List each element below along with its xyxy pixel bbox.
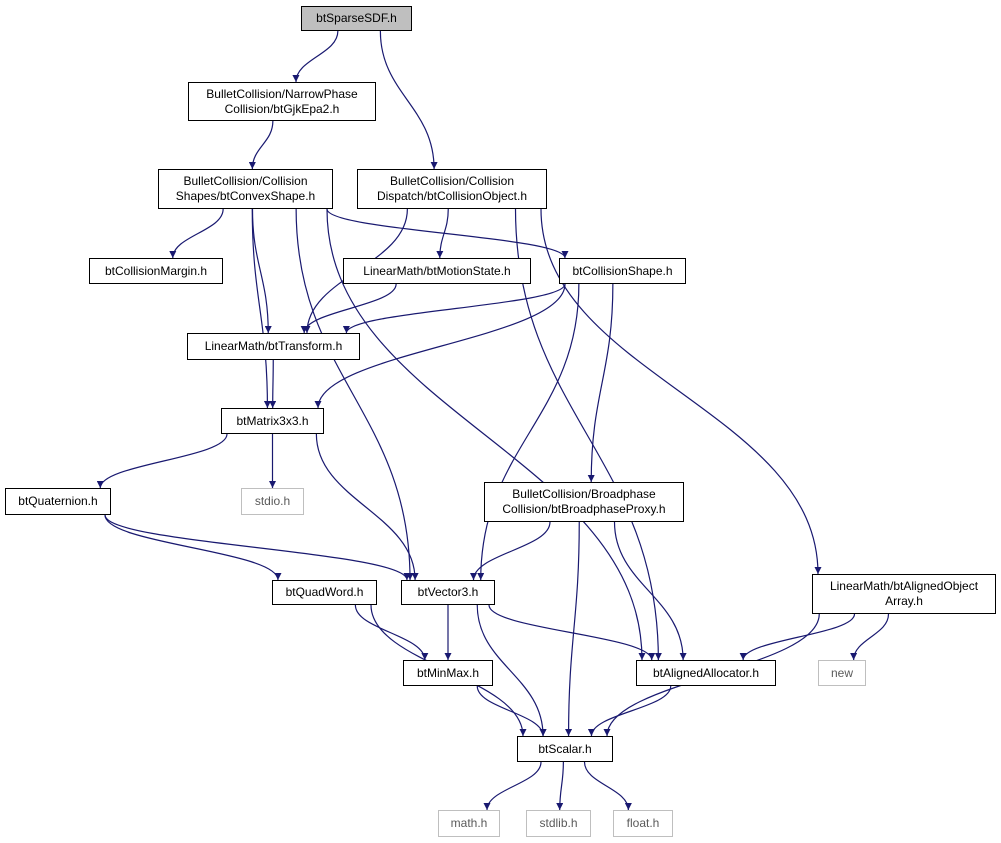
edge-btalignedobjectarray-to-new <box>850 613 890 661</box>
node-math: math.h <box>438 810 500 837</box>
node-btcollisionshape[interactable]: btCollisionShape.h <box>559 258 686 284</box>
edge-btscalar-to-float <box>583 761 632 811</box>
node-label: btCollisionMargin.h <box>104 263 208 278</box>
edge-btscalar-to-stdlib <box>556 761 564 811</box>
edge-btconvexshape-to-btcollisionmargin <box>169 208 224 259</box>
edge-btquadword-to-btminmax <box>354 604 429 661</box>
edge-btsparsesdf-to-btgjkepa2 <box>292 30 339 83</box>
node-stdio: stdio.h <box>241 488 304 515</box>
node-label: stdio.h <box>254 494 291 508</box>
node-label: BulletCollision/Collision <box>183 174 308 188</box>
node-label: new <box>830 665 853 680</box>
node-btmatrix3x3[interactable]: btMatrix3x3.h <box>221 408 324 434</box>
edge-btconvexshape-to-btvector3 <box>295 208 414 581</box>
node-label: btMinMax.h <box>416 665 480 680</box>
node-label: Array.h <box>885 594 923 608</box>
edge-btcollisionshape-to-btbroadphaseproxy <box>587 283 614 483</box>
node-label: float.h <box>626 816 660 830</box>
edge-btmatrix3x3-to-btquaternion <box>96 433 228 489</box>
edge-btcollisionobject-to-btalignedallocator <box>514 208 662 661</box>
node-label: btCollisionShape.h <box>572 263 673 278</box>
node-btscalar[interactable]: btScalar.h <box>517 736 613 762</box>
edge-btconvexshape-to-bttransform <box>251 208 272 334</box>
node-label: btVector3.h <box>417 585 479 599</box>
edge-btminmax-to-btscalar <box>476 685 547 737</box>
node-label: Collision/btBroadphaseProxy.h <box>502 502 666 516</box>
node-stdlib: stdlib.h <box>526 810 591 837</box>
edge-btsparsesdf-to-btcollisionobject <box>379 30 438 170</box>
edge-btvector3-to-btalignedallocator <box>488 604 656 661</box>
node-btmotionstate[interactable]: LinearMath/btMotionState.h <box>343 258 531 284</box>
edge-btquaternion-to-btvector3 <box>104 514 411 581</box>
node-bttransform[interactable]: LinearMath/btTransform.h <box>187 333 360 360</box>
edge-btmatrix3x3-to-btvector3 <box>315 433 419 581</box>
node-label: Dispatch/btCollisionObject.h <box>376 189 528 203</box>
node-label: LinearMath/btMotionState.h <box>363 263 511 278</box>
node-btvector3[interactable]: btVector3.h <box>401 580 495 605</box>
edge-btvector3-to-btscalar <box>476 604 547 737</box>
edge-btcollisionobject-to-btalignedobjectarray <box>540 208 822 575</box>
node-new: new <box>818 660 866 686</box>
node-btcollisionmargin[interactable]: btCollisionMargin.h <box>89 258 223 284</box>
edge-btbroadphaseproxy-to-btalignedallocator <box>613 521 687 661</box>
node-label: btAlignedAllocator.h <box>652 665 760 680</box>
edge-btconvexshape-to-btalignedallocator <box>326 208 646 661</box>
edge-btcollisionshape-to-btmatrix3x3 <box>314 283 566 409</box>
node-label: LinearMath/btAlignedObject <box>829 579 979 593</box>
node-label: stdlib.h <box>539 816 578 830</box>
node-float: float.h <box>613 810 673 837</box>
node-label: BulletCollision/Collision <box>389 174 515 188</box>
edge-btconvexshape-to-btmatrix3x3 <box>251 208 271 409</box>
edge-btbroadphaseproxy-to-btscalar <box>565 521 580 737</box>
edge-btcollisionshape-to-bttransform <box>342 283 566 334</box>
edge-btconvexshape-to-btcollisionshape <box>326 208 569 259</box>
node-label: btMatrix3x3.h <box>236 413 309 428</box>
node-label: btQuaternion.h <box>18 494 98 508</box>
edge-bttransform-to-btmatrix3x3 <box>269 359 277 409</box>
node-label: BulletCollision/NarrowPhase <box>206 86 358 101</box>
node-label: btScalar.h <box>538 741 592 756</box>
node-label: BulletCollision/Broadphase <box>512 487 656 501</box>
node-label: Shapes/btConvexShape.h <box>175 189 316 203</box>
node-label: Collision/btGjkEpa2.h <box>224 101 340 116</box>
node-btquaternion[interactable]: btQuaternion.h <box>5 488 111 515</box>
edge-btalignedobjectarray-to-btalignedallocator <box>739 613 856 661</box>
edge-btgjkepa2-to-btconvexshape <box>248 120 274 170</box>
node-btquadword[interactable]: btQuadWord.h <box>272 580 377 605</box>
node-label: math.h <box>450 816 488 830</box>
node-label: btSparseSDF.h <box>316 11 397 25</box>
edge-btalignedallocator-to-btscalar <box>587 685 672 737</box>
node-label: LinearMath/btTransform.h <box>204 339 343 353</box>
edge-btcollisionshape-to-btvector3 <box>477 283 580 581</box>
node-btalignedallocator[interactable]: btAlignedAllocator.h <box>636 660 776 686</box>
edge-btcollisionobject-to-btmotionstate <box>436 208 449 259</box>
node-btsparsesdf[interactable]: btSparseSDF.h <box>301 6 412 31</box>
edge-btscalar-to-math <box>483 761 542 811</box>
node-btminmax[interactable]: btMinMax.h <box>403 660 493 686</box>
edge-btquaternion-to-btquadword <box>104 514 282 581</box>
edge-btbroadphaseproxy-to-btvector3 <box>470 521 551 581</box>
edge-btmotionstate-to-bttransform <box>300 283 397 334</box>
node-label: btQuadWord.h <box>285 585 364 599</box>
